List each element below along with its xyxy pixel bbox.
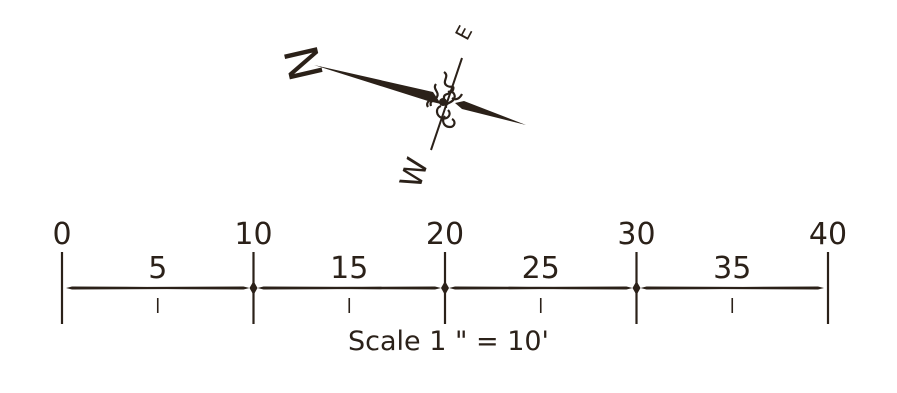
compass-label-north: N — [272, 41, 332, 87]
south-needle — [455, 101, 526, 125]
scale-bar: 0 10 20 30 40 5 15 25 35 — [52, 217, 847, 324]
minor-tick-label: 15 — [330, 251, 368, 286]
north-needle — [314, 65, 441, 104]
tick-diamond — [632, 281, 641, 295]
major-tick-label: 0 — [52, 217, 71, 252]
major-tick-label: 10 — [234, 217, 272, 252]
major-tick-label: 30 — [617, 217, 655, 252]
major-tick-label: 40 — [809, 217, 847, 252]
scale-segment-body — [449, 286, 633, 290]
compass-hub — [439, 98, 447, 106]
scale-segment-body — [640, 286, 824, 290]
compass-ornament — [426, 71, 463, 129]
minor-tick-label: 25 — [522, 251, 560, 286]
major-tick-label: 20 — [426, 217, 464, 252]
compass-rose-icon: N E W — [272, 21, 526, 193]
compass-label-west: W — [394, 154, 436, 193]
minor-tick-label: 35 — [713, 251, 751, 286]
compass-label-east: E — [450, 21, 477, 43]
tick-diamond — [441, 281, 449, 295]
scale-segment-body — [257, 286, 441, 290]
scale-caption: Scale 1 " = 10' — [348, 326, 549, 357]
minor-tick-label: 5 — [148, 251, 167, 286]
scale-segment-body — [66, 286, 250, 290]
tick-diamond — [249, 281, 258, 295]
